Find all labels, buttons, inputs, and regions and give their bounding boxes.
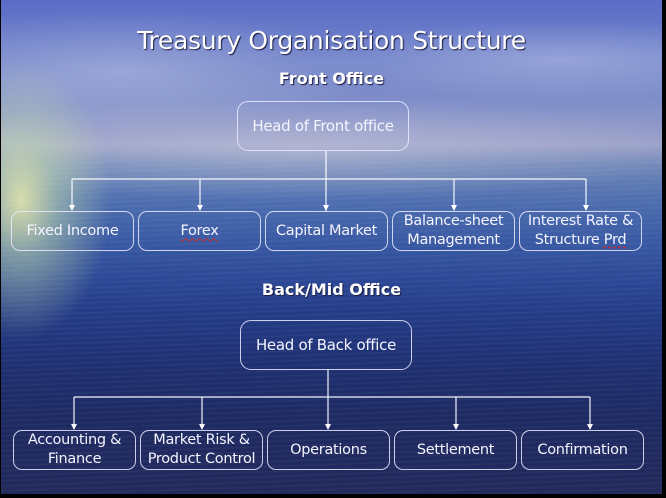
org-node-fixed-income: Fixed Income (11, 211, 134, 251)
org-node-settlement: Settlement (394, 430, 517, 470)
org-node-forex: Forex (138, 211, 261, 251)
org-node-head-front-office: Head of Front office (237, 101, 409, 151)
node-label-line1: Accounting & (27, 432, 122, 448)
org-node-accounting-finance: Accounting & Finance (13, 430, 136, 470)
node-label-line1: Interest Rate & (527, 213, 634, 229)
node-label: Head of Back office (255, 335, 397, 354)
node-label-line1: Balance-sheet (403, 213, 504, 229)
node-label-line2: Management (407, 232, 500, 248)
org-node-balance-sheet-management: Balance-sheet Management (392, 211, 515, 251)
node-label: Fixed Income (26, 222, 119, 239)
node-label-line2-flagged: Prd (603, 232, 627, 248)
section-heading-front-office: Front Office (278, 69, 385, 88)
org-node-confirmation: Confirmation (521, 430, 644, 470)
node-label-line2: Finance (47, 451, 102, 467)
org-node-operations: Operations (267, 430, 390, 470)
node-label: Operations (290, 441, 367, 458)
org-node-interest-rate-structure-prd: Interest Rate & Structure Prd (519, 211, 642, 251)
node-label-line2: Product Control (147, 451, 256, 467)
org-node-head-back-office: Head of Back office (240, 320, 412, 370)
org-node-market-risk-product-control: Market Risk & Product Control (140, 430, 263, 470)
node-label-line1: Market Risk & (153, 432, 250, 448)
org-node-capital-market: Capital Market (265, 211, 388, 251)
slide-title: Treasury Organisation Structure (137, 26, 526, 55)
section-heading-back-mid-office: Back/Mid Office (261, 280, 402, 299)
node-label: Head of Front office (252, 116, 394, 135)
node-label: Capital Market (275, 222, 378, 239)
node-label-line2-text: Structure (534, 232, 604, 248)
node-label: Confirmation (537, 441, 628, 458)
node-label: Settlement (416, 441, 495, 458)
node-label-line2: Structure Prd (535, 231, 627, 250)
node-label: Forex (180, 222, 219, 239)
